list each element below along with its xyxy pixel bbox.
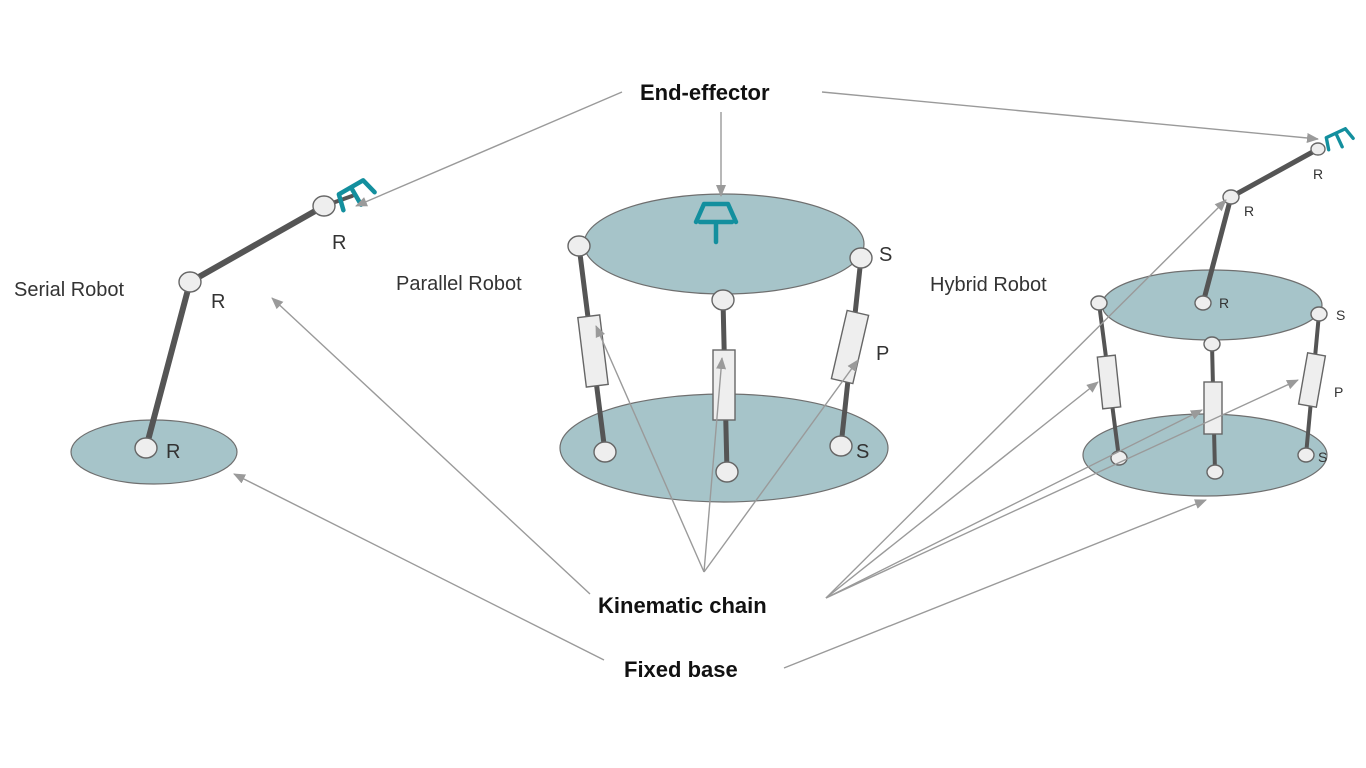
hybrid-joint-top-center [1203, 336, 1221, 352]
hybrid-joint-bottom-center [1206, 464, 1224, 480]
kinematic-chain-arrow-parallel-center [703, 357, 727, 573]
serial-robot-title: Serial Robot [14, 279, 125, 301]
serial-joint-elbow [178, 271, 202, 293]
hybrid-robot: Hybrid Robot R R R S P S [930, 127, 1355, 497]
kinematic-chain-arrow-hybrid-serial [825, 199, 1227, 599]
hybrid-serial-joint-1 [1194, 295, 1212, 311]
parallel-robot-title: Parallel Robot [396, 273, 522, 295]
hybrid-joint-bottom-right [1297, 447, 1315, 463]
kinematic-chain-arrow-hybrid-right [825, 379, 1299, 599]
hybrid-joint-label-5: P [1334, 384, 1343, 400]
parallel-joint-bottom-center [715, 461, 739, 483]
hybrid-joint-top-right [1310, 306, 1328, 322]
hybrid-joint-label-2: R [1244, 203, 1254, 219]
kinematic-chain-arrow-hybrid-left [825, 381, 1099, 599]
hybrid-joint-top-left [1090, 295, 1108, 311]
parallel-joint-label-2: P [876, 343, 889, 365]
parallel-joint-top-center [711, 289, 735, 311]
parallel-prismatic-center [712, 349, 736, 421]
kinematic-chain-arrow-hybrid-center [825, 409, 1203, 599]
end-effector-label: End-effector [640, 80, 770, 105]
serial-joint-label-2: R [211, 291, 225, 313]
hybrid-serial-joint-3 [1310, 142, 1326, 156]
parallel-joint-label-1: S [879, 244, 892, 266]
end-effector-arrow-serial [355, 91, 623, 207]
serial-robot: Serial Robot R R R [14, 178, 377, 485]
parallel-joint-bottom-right [829, 435, 853, 457]
hybrid-joint-label-6: S [1318, 449, 1327, 465]
hybrid-serial-joint-2 [1222, 189, 1240, 205]
parallel-prismatic-left [577, 314, 609, 388]
hybrid-prismatic-left [1096, 354, 1122, 410]
hybrid-joint-label-1: R [1219, 295, 1229, 311]
fixed-base-arrow-hybrid [783, 499, 1207, 669]
hybrid-joint-label-3: R [1313, 166, 1323, 182]
parallel-joint-label-3: S [856, 441, 869, 463]
hybrid-moving-platform [1101, 269, 1323, 341]
serial-link-1 [143, 279, 193, 451]
kinematic-chain-arrow-parallel-left [595, 325, 705, 573]
parallel-joint-bottom-left [593, 441, 617, 463]
hybrid-prismatic-right [1297, 352, 1327, 408]
serial-end-effector-icon [336, 178, 377, 213]
serial-joint-wrist [312, 195, 336, 217]
hybrid-robot-title: Hybrid Robot [930, 274, 1047, 296]
hybrid-prismatic-center [1203, 381, 1223, 435]
parallel-joint-top-left [567, 235, 591, 257]
kinematic-chain-label: Kinematic chain [598, 593, 767, 618]
fixed-base-arrow-serial [233, 473, 605, 661]
parallel-end-effector-icon [693, 201, 739, 245]
hybrid-end-effector-icon [1324, 127, 1355, 152]
serial-joint-label-3: R [332, 232, 346, 254]
end-effector-arrow-hybrid [821, 91, 1319, 143]
fixed-base-label: Fixed base [624, 657, 738, 682]
annotation-arrows [233, 91, 1319, 669]
parallel-prismatic-right [830, 309, 870, 385]
parallel-robot: Parallel Robot S P S [396, 193, 892, 503]
parallel-joint-top-right [849, 247, 873, 269]
parallel-moving-platform [583, 193, 865, 295]
serial-link-2 [187, 203, 327, 285]
kinematic-chain-arrow-serial [271, 297, 591, 595]
serial-joint-base [134, 437, 158, 459]
hybrid-joint-label-4: S [1336, 307, 1345, 323]
hybrid-serial-link-2 [1228, 146, 1321, 200]
kinematic-chain-arrow-parallel-right [703, 359, 859, 573]
hybrid-serial-link-1 [1200, 194, 1234, 306]
serial-joint-label-1: R [166, 441, 180, 463]
